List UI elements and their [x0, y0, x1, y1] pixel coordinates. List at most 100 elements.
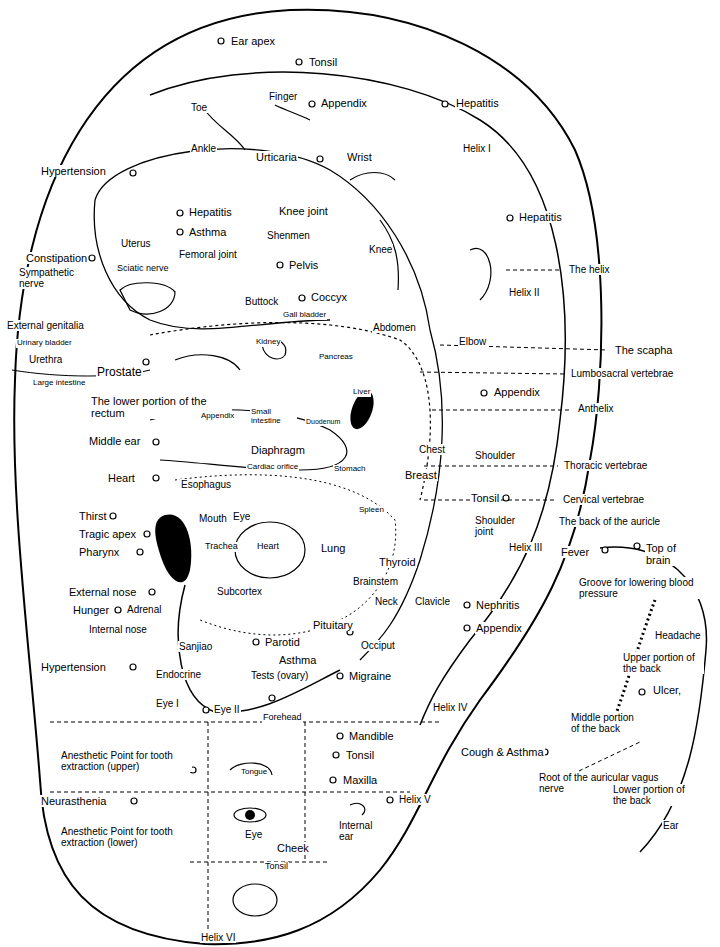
point-label: Brainstem: [352, 576, 399, 587]
point-label: Cough & Asthma: [460, 746, 545, 758]
point-label: Large intestine: [32, 379, 86, 388]
point-label: Chest: [418, 444, 446, 455]
point-dot: [110, 513, 116, 519]
point-label: Small intestine: [250, 408, 297, 426]
point-dot: [277, 262, 283, 268]
point-dot: [253, 639, 259, 645]
point-dot: [130, 170, 136, 176]
point-label: Headache: [654, 630, 702, 641]
point-dot: [149, 589, 155, 595]
point-label: Internal ear: [338, 820, 390, 842]
point-label: Pituitary: [312, 619, 354, 631]
point-dot: [333, 752, 339, 758]
point-label: Urticaria: [255, 151, 298, 163]
point-label: Endocrine: [155, 669, 202, 680]
point-dot: [296, 59, 302, 65]
point-label: Ear: [662, 820, 680, 831]
point-label: Appendix: [320, 97, 368, 109]
point-label: Uterus: [120, 238, 151, 249]
point-label: Shoulder joint: [474, 515, 526, 537]
point-label: Helix III: [508, 542, 543, 553]
point-dot: [442, 101, 448, 107]
point-label: Occiput: [360, 640, 396, 651]
point-label: Prostate: [96, 366, 143, 379]
point-label: Neck: [374, 596, 399, 607]
point-label: Knee joint: [278, 205, 329, 217]
point-label: Femoral joint: [178, 249, 238, 260]
point-label: Lung: [320, 542, 346, 554]
point-dot: [131, 798, 137, 804]
point-label: Anthelix: [577, 403, 615, 414]
point-label: Groove for lowering blood pressure: [578, 577, 700, 599]
point-label: Middle ear: [88, 435, 141, 447]
point-label: Pelvis: [288, 259, 319, 271]
point-label: Wrist: [346, 151, 373, 163]
point-dot: [177, 210, 183, 216]
point-label: Constipation: [25, 252, 88, 264]
point-label: Shoulder: [474, 450, 516, 461]
point-label: Liver: [352, 388, 371, 397]
point-dot: [387, 797, 393, 803]
point-dot: [144, 531, 150, 537]
point-label: Hepatitis: [455, 97, 500, 109]
point-dot: [507, 215, 513, 221]
point-label: Eye: [232, 511, 251, 522]
point-label: Helix IV: [432, 702, 468, 713]
point-label: Stomach: [333, 465, 367, 474]
point-dot: [330, 777, 336, 783]
point-label: Thirst: [78, 510, 108, 522]
point-label: Tongue: [240, 768, 268, 777]
point-label: Elbow: [458, 336, 487, 347]
point-label: Lower portion of the back: [612, 784, 694, 806]
point-label: External nose: [68, 586, 137, 598]
point-label: Eye I: [155, 698, 180, 709]
point-label: Shenmen: [266, 230, 311, 241]
point-dot: [153, 475, 159, 481]
point-label: Thyroid: [378, 556, 417, 568]
point-dot: [464, 625, 470, 631]
point-label: Breast: [404, 469, 438, 481]
point-label: Heart: [107, 472, 136, 484]
point-label: Cheek: [276, 842, 310, 854]
point-label: Gall bladder: [282, 311, 327, 320]
point-dot: [503, 495, 509, 501]
point-label: Hepatitis: [188, 206, 233, 218]
point-label: Appendix: [493, 386, 541, 398]
point-label: Heart: [256, 542, 280, 552]
point-label: Helix II: [508, 287, 541, 298]
point-label: Thoracic vertebrae: [563, 460, 648, 471]
point-label: Mouth: [198, 513, 228, 524]
point-label: Appendix: [200, 412, 235, 421]
point-dot: [269, 695, 275, 701]
point-dot: [115, 607, 121, 613]
point-label: Sanjiao: [178, 641, 213, 652]
point-label: Ulcer,: [652, 684, 682, 696]
point-dot: [143, 359, 149, 365]
point-label: Fever: [560, 546, 590, 558]
point-label: Mandible: [348, 730, 395, 742]
point-dot: [203, 707, 209, 713]
point-label: Spleen: [358, 506, 385, 515]
point-label: Ankle: [190, 143, 217, 154]
point-label: Clavicle: [414, 596, 451, 607]
point-label: Esophagus: [180, 479, 232, 490]
point-label: Kidney: [255, 338, 281, 347]
point-dot: [337, 673, 343, 679]
point-dot: [481, 390, 487, 396]
point-label: Lumbosacral vertebrae: [570, 368, 674, 379]
point-label: Pancreas: [318, 353, 354, 362]
point-label: Cervical vertebrae: [562, 494, 645, 505]
point-label: Hypertension: [40, 661, 107, 673]
point-label: Anesthetic Point for tooth extraction (u…: [60, 750, 192, 772]
point-dot: [177, 229, 183, 235]
point-dot: [337, 733, 343, 739]
point-label: Sympathetic nerve: [18, 267, 82, 289]
point-label: External genitalia: [6, 320, 85, 331]
point-label: Buttock: [244, 296, 279, 307]
point-label: Tragic apex: [78, 528, 137, 540]
point-label: Hunger: [72, 604, 110, 616]
point-label: Upper portion of the back: [622, 652, 704, 674]
point-label: Cardiac orifice: [246, 463, 299, 472]
point-label: Toe: [190, 102, 208, 113]
point-label: Neurasthenia: [40, 795, 107, 807]
